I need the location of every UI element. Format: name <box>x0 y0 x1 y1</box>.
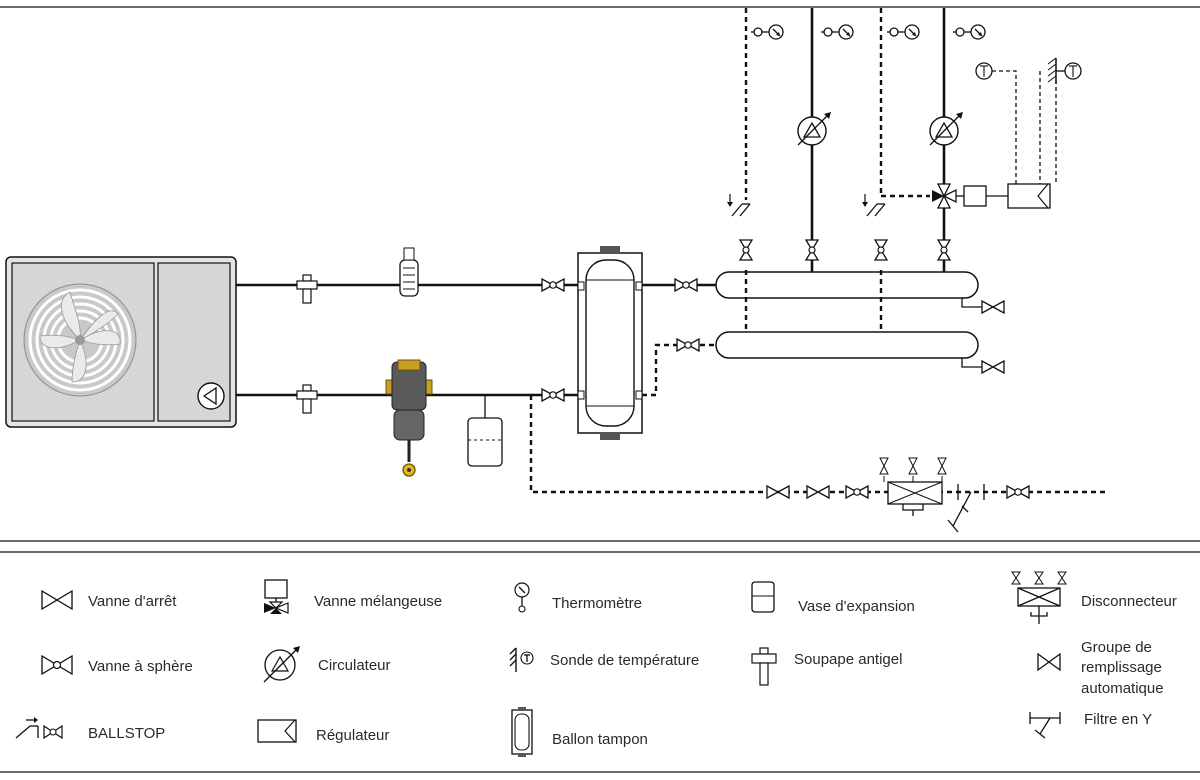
legend-circulator-icon <box>263 646 300 683</box>
thermometer-3 <box>886 24 920 40</box>
return-dashed-link <box>642 343 718 397</box>
legend-label: Soupape antigel <box>794 651 902 668</box>
thermometer-4 <box>952 24 986 40</box>
thermometer-1 <box>750 24 784 40</box>
magnetic-filter <box>385 359 433 477</box>
legend-label: Vanne à sphère <box>88 658 193 675</box>
legend-label: Filtre en Y <box>1084 711 1152 728</box>
regulator <box>1007 183 1051 209</box>
legend-frame <box>0 551 1200 773</box>
legend-buffer-tank-icon <box>511 707 533 757</box>
stop-valve-fill-1 <box>766 485 790 499</box>
thermometer-2 <box>820 24 854 40</box>
legend-label: Circulateur <box>318 657 391 674</box>
legend-y-filter-icon <box>1029 712 1061 739</box>
expansion-vessel <box>467 395 503 467</box>
legend-label: Vase d'expansion <box>798 598 915 615</box>
legend-disconnector-icon <box>1011 571 1067 624</box>
antifreeze-valve-return <box>296 384 318 414</box>
heat-pump-unit <box>5 256 237 428</box>
circulator-2 <box>797 111 832 146</box>
legend-expansion-vessel-icon <box>751 581 775 613</box>
legend-label: Groupe de <box>1081 639 1152 656</box>
buffer-tank <box>577 246 643 440</box>
temperature-probe-1 <box>975 62 993 80</box>
sphere-valve-return-out <box>676 338 700 352</box>
legend-antifreeze-icon <box>751 647 777 686</box>
return-collector <box>715 331 979 359</box>
legend-label: Disconnecteur <box>1081 593 1177 610</box>
supply-collector <box>715 271 979 299</box>
legend-label: Sonde de température <box>550 652 699 669</box>
legend-label: remplissage <box>1081 659 1162 676</box>
legend-ballstop-icon <box>15 717 63 740</box>
legend-label: Régulateur <box>316 727 389 744</box>
sphere-valve-fill-end <box>1006 485 1030 499</box>
sphere-valve-c3 <box>874 239 888 261</box>
probe-wires <box>992 70 1057 184</box>
sphere-valve-fill <box>845 485 869 499</box>
legend-label: Ballon tampon <box>552 731 648 748</box>
y-filter-fill <box>947 484 985 533</box>
legend-temp-probe-icon <box>509 647 534 672</box>
circuit-3-dashed <box>879 8 930 332</box>
fan-icon <box>23 283 137 397</box>
legend: Vanne d'arrêt Vanne à sphère BALLSTOP <box>15 571 1177 757</box>
circulator-4 <box>929 111 964 146</box>
stop-valve-fill-2 <box>806 485 830 499</box>
legend-stop-valve-icon <box>41 589 73 611</box>
ballstop-2 <box>861 193 886 217</box>
sphere-valve-supply-in <box>541 278 565 292</box>
antifreeze-valve-supply <box>296 274 318 304</box>
legend-label: Vanne d'arrêt <box>88 593 177 610</box>
disconnector <box>879 457 947 516</box>
diagram-frame <box>0 6 1200 542</box>
unit-circulator-icon <box>197 382 225 410</box>
legend-mixing-valve-icon <box>264 579 289 614</box>
collector-drains <box>961 298 1005 374</box>
legend-thermometer-icon <box>514 582 530 613</box>
sphere-valve-return-in <box>541 388 565 402</box>
outdoor-probe <box>1047 57 1082 84</box>
flow-device <box>399 247 419 297</box>
mixing-valve <box>932 183 1008 209</box>
sphere-valve-c2 <box>805 239 819 261</box>
legend-label: Vanne mélangeuse <box>314 593 442 610</box>
legend-regulator-icon <box>257 719 297 743</box>
sphere-valve-c1 <box>739 239 753 261</box>
legend-label: Thermomètre <box>552 595 642 612</box>
legend-label: BALLSTOP <box>88 725 165 742</box>
legend-label: automatique <box>1081 680 1164 697</box>
sphere-valve-supply-out <box>674 278 698 292</box>
legend-sphere-valve-icon <box>41 654 73 676</box>
sphere-valve-c4 <box>937 239 951 261</box>
legend-filling-group-icon <box>1037 652 1061 672</box>
